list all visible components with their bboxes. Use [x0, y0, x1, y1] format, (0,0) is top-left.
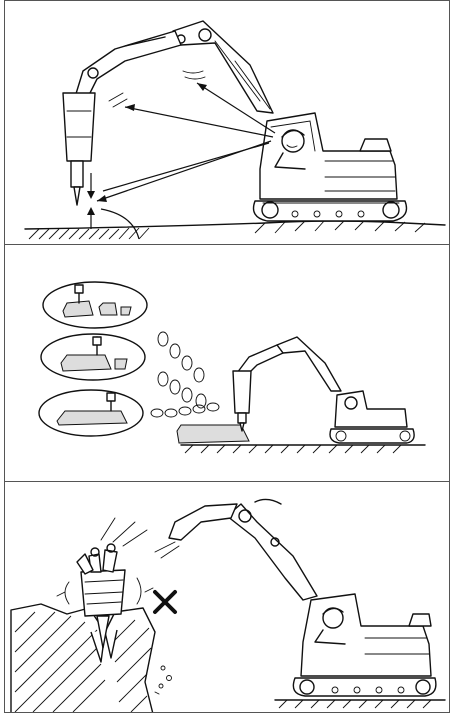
rock-face	[10, 603, 156, 712]
panel-1-drawing	[24, 20, 446, 240]
concrete-slab	[176, 424, 250, 444]
cross-mark-icon	[153, 590, 177, 614]
inset-oval-1	[42, 281, 148, 329]
force-arrows	[87, 173, 140, 240]
inset-oval-3	[38, 389, 144, 437]
panel-2-drawing	[38, 281, 426, 454]
excavator-small	[232, 336, 415, 444]
hydraulic-breaker	[62, 92, 128, 206]
ground-hatching	[28, 219, 426, 240]
inset-oval-2	[40, 333, 146, 381]
ground-line	[24, 219, 446, 240]
sightline-arrows	[96, 82, 276, 202]
panel-breaking-sequence	[4, 244, 450, 482]
breaker-multiple-positions	[56, 517, 154, 649]
panel-3-drawing	[10, 498, 446, 712]
ground-line	[180, 444, 426, 454]
excavator-boom-arm	[154, 498, 318, 601]
operator-figure	[274, 129, 306, 170]
excavator-track	[252, 200, 408, 222]
falling-debris	[154, 665, 172, 695]
panel-prohibited-prying	[4, 481, 450, 713]
panel-breaker-positioning	[4, 0, 450, 245]
ground-line	[274, 699, 446, 709]
rock-hatching	[14, 611, 152, 712]
sequence-bubbles	[150, 331, 220, 418]
excavator-right	[292, 593, 437, 697]
